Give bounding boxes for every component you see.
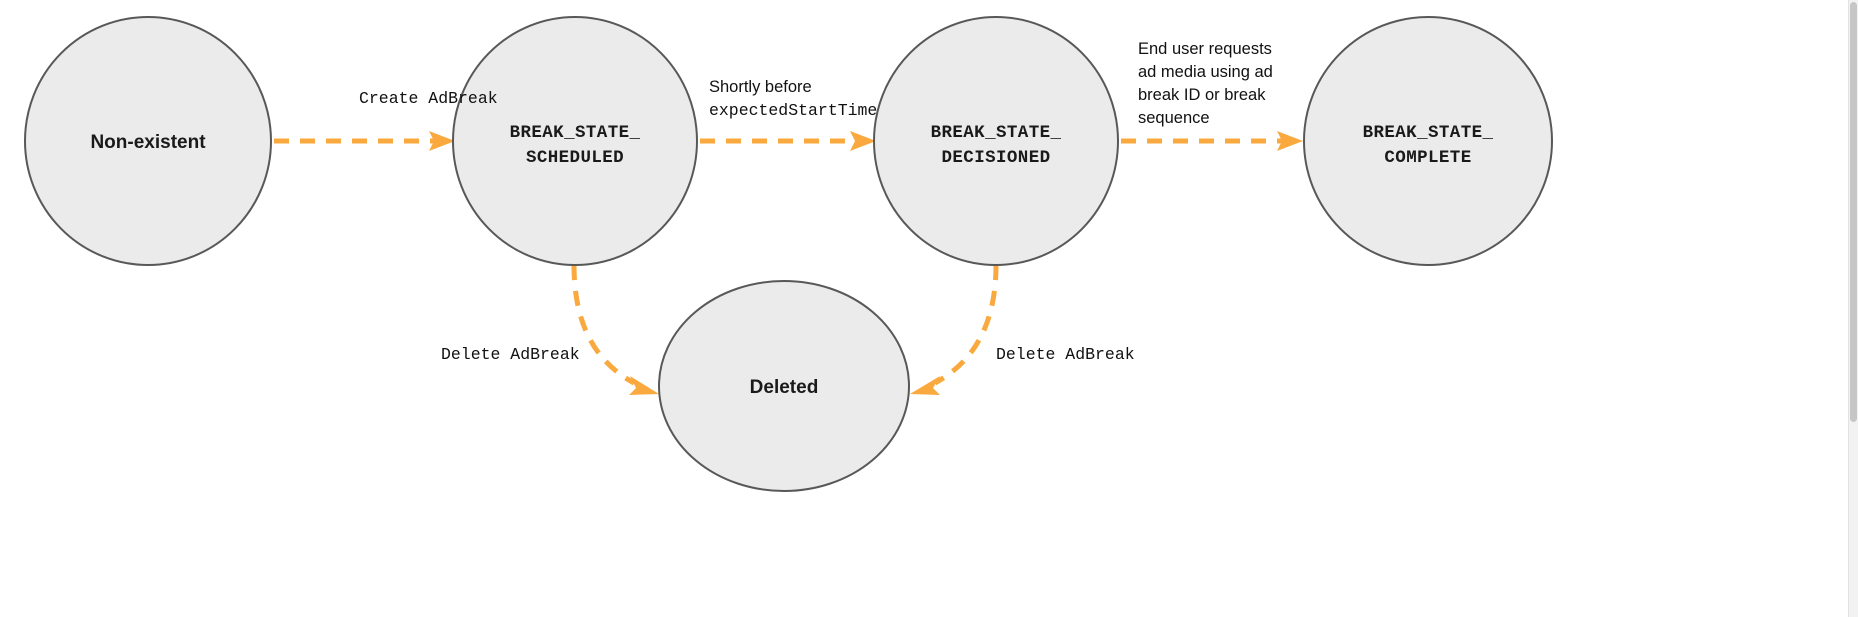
state-node-break-state-decisioned[interactable]: BREAK_STATE_ DECISIONED	[873, 16, 1119, 266]
edge-delete-from-scheduled-line	[571, 264, 636, 386]
state-node-break-state-decisioned-shape[interactable]	[873, 16, 1119, 266]
edge-label-shortly-before-expectedstarttime: Shortly before expectedStartTime	[709, 78, 877, 120]
state-node-deleted-shape[interactable]	[658, 280, 910, 492]
state-node-break-state-complete-label-line2: COMPLETE	[1384, 148, 1471, 168]
edge-label-end-user-requests-line3: break ID or break	[1138, 86, 1266, 104]
state-node-break-state-complete[interactable]: BREAK_STATE_ COMPLETE	[1303, 16, 1553, 266]
edge-delete-from-scheduled	[571, 264, 659, 395]
edge-delete-from-decisioned-line	[933, 264, 999, 386]
state-node-break-state-decisioned-label-line1: BREAK_STATE_	[931, 123, 1062, 143]
edge-create-adbreak	[274, 131, 455, 151]
edge-label-delete-adbreak-from-decisioned: Delete AdBreak	[996, 345, 1135, 364]
edge-label-end-user-requests-line1: End user requests	[1138, 40, 1272, 58]
state-node-break-state-scheduled[interactable]: BREAK_STATE_ SCHEDULED	[452, 16, 698, 266]
state-node-break-state-scheduled-shape[interactable]	[452, 16, 698, 266]
state-node-deleted[interactable]: Deleted	[658, 280, 910, 492]
edge-create-adbreak-arrowhead	[429, 131, 455, 151]
state-node-break-state-scheduled-label-line1: BREAK_STATE_	[510, 123, 641, 143]
state-node-non-existent-label: Non-existent	[90, 132, 206, 153]
edge-label-end-user-requests-line4: sequence	[1138, 109, 1210, 127]
state-node-break-state-complete-shape[interactable]	[1303, 16, 1553, 266]
vertical-scrollbar-thumb[interactable]	[1850, 2, 1857, 422]
edge-label-expectedstarttime-line2: expectedStartTime	[709, 101, 877, 120]
edge-delete-from-decisioned-arrowhead	[910, 376, 940, 395]
state-node-break-state-decisioned-label-line2: DECISIONED	[941, 148, 1050, 168]
edge-shortly-before-arrowhead	[850, 131, 876, 151]
edge-shortly-before	[700, 131, 876, 151]
state-node-break-state-scheduled-label-line2: SCHEDULED	[526, 148, 624, 168]
edge-end-user-requests	[1121, 131, 1303, 151]
state-node-non-existent-shape[interactable]	[24, 16, 272, 266]
edge-label-delete-adbreak-from-scheduled: Delete AdBreak	[441, 345, 580, 364]
edge-delete-from-decisioned	[910, 264, 999, 395]
edge-label-create-adbreak: Create AdBreak	[359, 89, 498, 108]
vertical-scrollbar[interactable]	[1848, 0, 1858, 617]
edge-label-end-user-requests: End user requests ad media using ad brea…	[1138, 40, 1273, 127]
edge-end-user-requests-arrowhead	[1277, 131, 1303, 151]
state-node-non-existent[interactable]: Non-existent	[24, 16, 272, 266]
edge-delete-from-scheduled-arrowhead	[629, 376, 659, 395]
edge-label-shortly-before-line1: Shortly before	[709, 78, 812, 96]
state-node-break-state-complete-label-line1: BREAK_STATE_	[1363, 123, 1494, 143]
edge-label-end-user-requests-line2: ad media using ad	[1138, 63, 1273, 81]
state-node-deleted-label: Deleted	[750, 377, 819, 398]
